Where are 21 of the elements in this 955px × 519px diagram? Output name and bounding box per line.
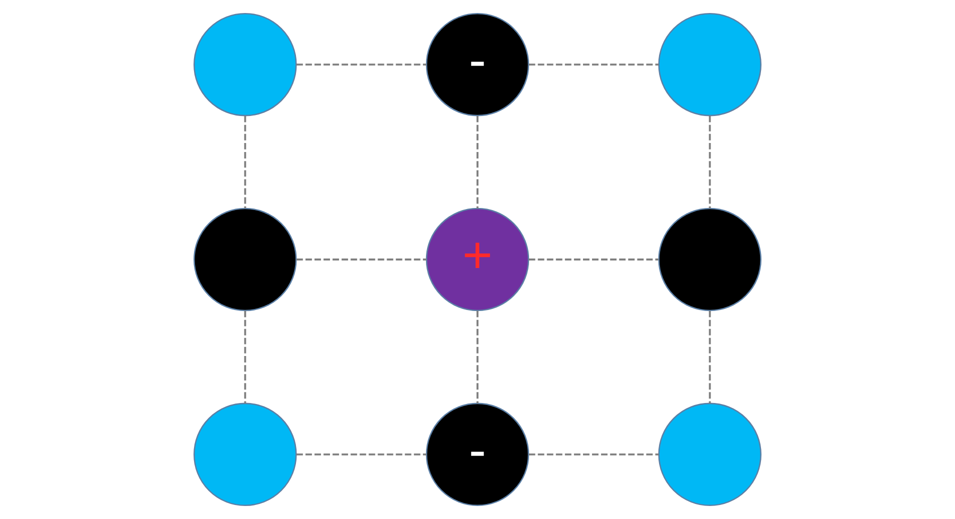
node-circle: + xyxy=(426,208,530,312)
connector xyxy=(244,310,246,404)
connector xyxy=(708,310,711,404)
connector xyxy=(244,116,246,208)
node-circle: - xyxy=(426,12,530,116)
connector xyxy=(528,453,659,456)
connector xyxy=(476,310,478,404)
node-circle xyxy=(194,12,297,116)
connector xyxy=(296,453,426,456)
node-circle xyxy=(658,208,762,312)
node-circle xyxy=(194,402,297,506)
connector xyxy=(476,116,478,208)
connector xyxy=(528,258,659,260)
node-circle xyxy=(658,12,762,116)
node-circle xyxy=(194,208,297,312)
node-circle: - xyxy=(426,402,530,506)
connector xyxy=(528,64,659,66)
connector xyxy=(708,116,711,208)
node-circle xyxy=(658,402,762,506)
connector xyxy=(296,64,426,66)
connector xyxy=(296,258,426,260)
